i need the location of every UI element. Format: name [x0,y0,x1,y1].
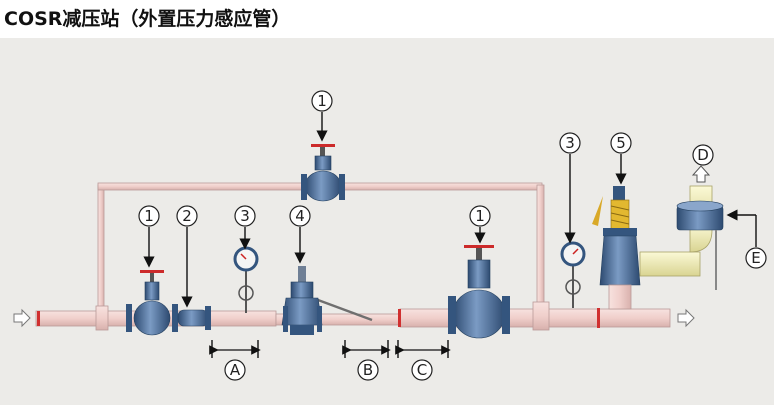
dimension-c: C [395,340,451,381]
dimension-b: B [342,340,391,381]
callout-3-downstream-gauge: 3 [559,132,581,244]
callout-3-upstream-gauge: 3 [234,205,256,250]
section-d-label: D [691,144,714,183]
dimension-a: A [209,340,261,381]
section-e-label: E [726,209,767,269]
inlet-gate-valve [126,270,178,336]
callout-1-bypass: 1 [311,90,333,142]
callout-4-reducing-valve: 4 [289,205,311,264]
bypass-globe-valve [301,144,345,202]
inlet-arrow-icon [13,308,31,328]
svg-text:4: 4 [295,207,305,225]
svg-text:2: 2 [182,207,192,225]
sensing-line [317,298,373,322]
pressure-reducing-valve [281,266,323,335]
callout-1-inlet: 1 [138,205,160,268]
strainer [177,306,211,330]
callout-2-strainer: 2 [176,205,198,308]
downstream-pressure-gauge [560,241,586,308]
upstream-pressure-gauge [233,246,259,313]
svg-text:5: 5 [616,134,626,152]
svg-text:3: 3 [565,134,575,152]
exhaust-pipe [639,185,724,290]
svg-text:3: 3 [240,207,250,225]
callout-1-outlet: 1 [469,205,491,244]
diagram-background [0,38,774,405]
page-title: COSR减压站（外置压力感应管） [4,8,291,30]
callout-5-safety-valve: 5 [610,132,632,185]
safety-valve [592,186,641,310]
svg-text:D: D [697,146,709,164]
outlet-gate-valve [448,245,510,339]
svg-text:C: C [417,361,427,379]
svg-text:1: 1 [317,92,327,110]
svg-text:1: 1 [475,207,485,225]
outlet-arrow-icon [677,308,695,328]
svg-text:E: E [751,249,760,267]
svg-text:1: 1 [144,207,154,225]
exhaust-arrow-icon [691,165,711,183]
svg-text:A: A [230,361,241,379]
svg-text:B: B [363,361,373,379]
